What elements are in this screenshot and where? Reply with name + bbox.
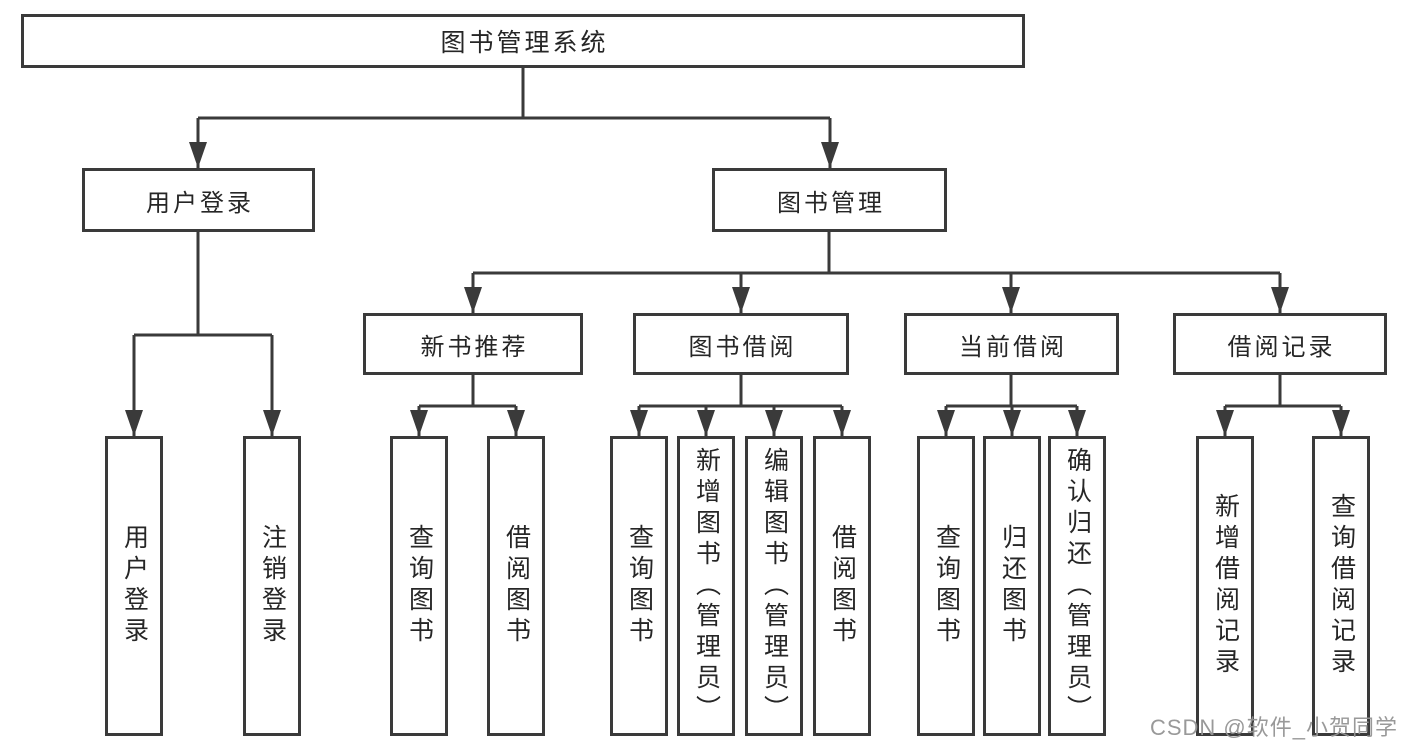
leaf-edit-book-admin-label: 编辑图书（管理员） — [760, 446, 789, 726]
leaf-borrow-books-borrowing-label: 借阅图书 — [828, 524, 857, 648]
node-borrowing-records: 借阅记录 — [1173, 313, 1387, 375]
node-user-login: 用户登录 — [82, 168, 315, 232]
node-user-login-label: 用户登录 — [146, 189, 254, 217]
leaf-logout: 注销登录 — [243, 436, 301, 736]
leaf-user-login-label: 用户登录 — [120, 524, 149, 648]
leaf-confirm-return-admin-label: 确认归还（管理员） — [1063, 446, 1092, 726]
node-book-management-label: 图书管理 — [777, 189, 885, 217]
node-new-book-recommendation: 新书推荐 — [363, 313, 583, 375]
watermark-text: CSDN @软件_小贺同学 — [1149, 715, 1398, 740]
node-new-book-recommendation-label: 新书推荐 — [420, 333, 529, 361]
node-current-borrowing: 当前借阅 — [904, 313, 1119, 375]
leaf-query-books-current: 查询图书 — [917, 436, 975, 736]
leaf-query-borrow-record-label: 查询借阅记录 — [1327, 493, 1356, 679]
leaf-logout-label: 注销登录 — [258, 524, 287, 648]
leaf-edit-book-admin: 编辑图书（管理员） — [745, 436, 803, 736]
leaf-add-borrow-record: 新增借阅记录 — [1196, 436, 1254, 736]
node-borrowing-records-label: 借阅记录 — [1227, 333, 1336, 361]
node-book-management: 图书管理 — [712, 168, 947, 232]
leaf-add-borrow-record-label: 新增借阅记录 — [1211, 493, 1240, 679]
leaf-confirm-return-admin: 确认归还（管理员） — [1048, 436, 1106, 736]
leaf-query-books-borrowing: 查询图书 — [610, 436, 668, 736]
leaf-borrow-books-recommend-label: 借阅图书 — [502, 524, 531, 648]
node-book-borrowing: 图书借阅 — [633, 313, 849, 375]
node-current-borrowing-label: 当前借阅 — [959, 333, 1067, 361]
leaf-query-books-recommend-label: 查询图书 — [405, 524, 434, 648]
leaf-return-books: 归还图书 — [983, 436, 1041, 736]
leaf-user-login: 用户登录 — [105, 436, 163, 736]
leaf-borrow-books-borrowing: 借阅图书 — [813, 436, 871, 736]
node-root-label: 图书管理系统 — [440, 29, 609, 57]
leaf-query-books-current-label: 查询图书 — [932, 524, 961, 648]
leaf-query-borrow-record: 查询借阅记录 — [1312, 436, 1370, 736]
leaf-borrow-books-recommend: 借阅图书 — [487, 436, 545, 736]
leaf-add-book-admin: 新增图书（管理员） — [677, 436, 735, 736]
node-root: 图书管理系统 — [21, 14, 1025, 68]
leaf-query-books-borrowing-label: 查询图书 — [625, 524, 654, 648]
leaf-return-books-label: 归还图书 — [998, 524, 1027, 648]
node-book-borrowing-label: 图书借阅 — [688, 333, 797, 361]
leaf-add-book-admin-label: 新增图书（管理员） — [692, 446, 721, 726]
leaf-query-books-recommend: 查询图书 — [390, 436, 448, 736]
